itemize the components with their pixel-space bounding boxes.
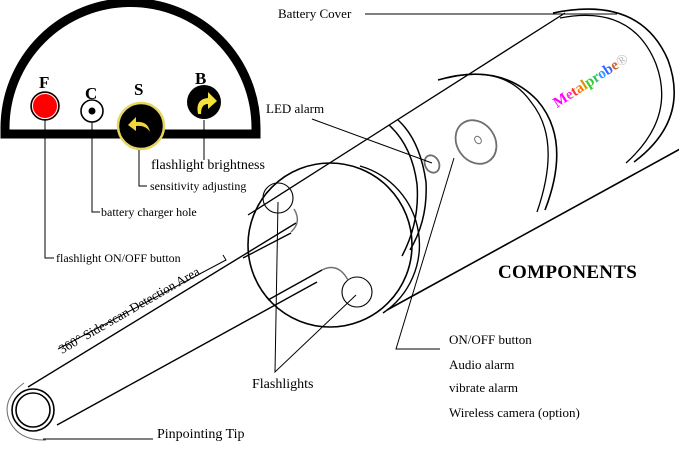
- battery-cover-outer: [552, 8, 675, 163]
- flashlight-housing-line: [242, 232, 292, 259]
- body-front-cap: [247, 162, 413, 328]
- probe-body: Metalprobe®: [6, 8, 679, 441]
- label-battery-cover: Battery Cover: [278, 6, 352, 21]
- label-sensitivity-adjusting: sensitivity adjusting: [150, 179, 246, 193]
- labels: Battery Cover LED alarm flashlight brigh…: [43, 6, 637, 442]
- tip-shadow-arc: [6, 382, 47, 441]
- label-led-alarm: LED alarm: [266, 101, 324, 116]
- rear-ring-left-2: [388, 124, 419, 257]
- on-off-button-ring: [454, 119, 498, 165]
- button-letter-b: B: [195, 69, 206, 88]
- control-panel-outline: [0, 0, 261, 139]
- flashlight-lens-lower: [341, 276, 373, 308]
- label-flashlight-on-off-button: flashlight ON/OFF button: [56, 251, 181, 265]
- control-panel: F C S B: [0, 0, 261, 259]
- middle-ring-inner: [446, 73, 549, 213]
- tip-inner-ring: [15, 392, 51, 428]
- curved-arrow-left-icon: [128, 117, 150, 132]
- brand-logo: Metalprobe®: [550, 51, 631, 111]
- label-flashlights: Flashlights: [252, 377, 313, 392]
- leader-led-alarm: [311, 118, 433, 164]
- leader-flashlights: [274, 201, 357, 374]
- label-on-off-button: ON/OFF button: [449, 332, 532, 347]
- button-letter-f: F: [39, 73, 49, 92]
- label-flashlight-brightness: flashlight brightness: [151, 158, 265, 173]
- label-battery-charger-hole: battery charger hole: [101, 205, 197, 219]
- rear-ring-left-1: [397, 119, 427, 251]
- label-audio-alarm: Audio alarm: [449, 357, 514, 372]
- leader-charger: [91, 122, 100, 213]
- flashlight-lens-lower-shadow: [321, 266, 349, 281]
- label-pinpointing-tip: Pinpointing Tip: [157, 427, 245, 442]
- body-bottom-edge: [386, 148, 679, 311]
- flashlight-button-rim: [32, 93, 58, 119]
- on-off-button-center: [474, 135, 482, 145]
- shaft-top-edge: [27, 222, 297, 388]
- leader-sensitivity: [138, 150, 147, 187]
- shaft-bottom-edge: [56, 281, 318, 426]
- flashlight-button[interactable]: [30, 91, 60, 121]
- charger-hole-center: [88, 107, 96, 115]
- diagram-title: COMPONENTS: [498, 262, 637, 283]
- detection-area-bracket: [57, 254, 227, 350]
- curved-arrow-right-icon: [197, 92, 217, 114]
- led-alarm-light: [423, 154, 441, 174]
- detection-area-label: 360° Side-scan Detection Area: [56, 263, 202, 356]
- button-letter-s: S: [134, 80, 143, 99]
- body-top-edge: [247, 12, 566, 216]
- flashlight-lens-upper-shadow: [290, 208, 299, 233]
- leader-on-off-button: [395, 157, 455, 350]
- tip-outer-ring: [11, 388, 55, 432]
- battery-cover-inner: [559, 14, 663, 164]
- label-detection-area: 360° Side-scan Detection Area: [56, 263, 202, 356]
- leader-flashlight-on-off: [44, 120, 54, 259]
- flashlight-housing-line-2: [267, 269, 323, 301]
- button-letter-c: C: [85, 84, 97, 103]
- label-wireless-camera: Wireless camera (option): [449, 405, 580, 420]
- label-vibrate-alarm: vibrate alarm: [449, 380, 518, 395]
- brand-name: Metalprobe®: [550, 51, 631, 111]
